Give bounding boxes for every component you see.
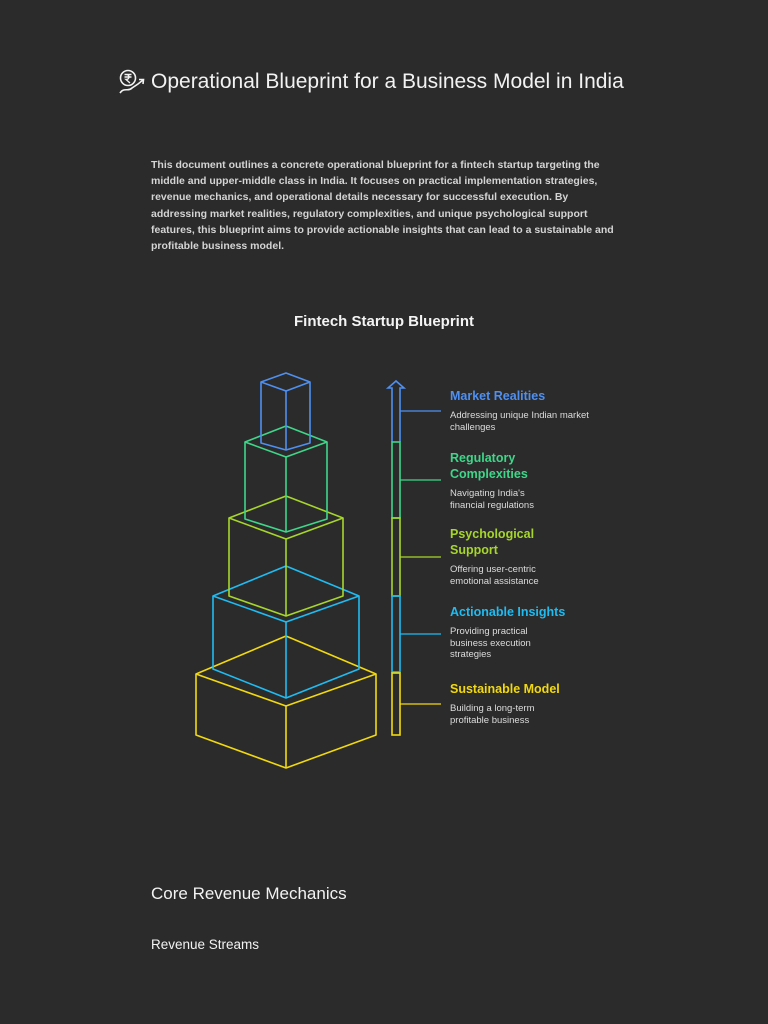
level-desc: Offering user-centric emotional assistan… [450,564,539,587]
intro-paragraph: This document outlines a concrete operat… [151,159,614,253]
diagram-title: Fintech Startup Blueprint [294,313,474,330]
level-actionable-insights: Actionable Insights Providing practical … [450,604,590,661]
level-psychological-support: Psychological Support Offering user-cent… [450,526,590,587]
level-title: Psychological Support [450,527,535,557]
block-market-realities [260,372,311,451]
level-desc: Navigating India's financial regulations [450,488,534,511]
progress-arrow [385,379,407,736]
level-title: Regulatory Complexities [450,451,528,481]
level-title: Actionable Insights [450,605,566,619]
level-market-realities: Market Realities Addressing unique India… [450,388,590,433]
subsection-heading: Revenue Streams [151,937,260,952]
level-title: Sustainable Model [450,682,560,696]
level-title: Market Realities [450,389,546,403]
level-desc: Addressing unique Indian market challeng… [450,410,589,433]
rupee-growth-icon [119,69,145,94]
level-desc: Building a long-term profitable business [450,703,535,726]
page-title: Operational Blueprint for a Business Mod… [151,70,624,93]
section-heading: Core Revenue Mechanics [151,884,347,903]
level-regulatory-complexities: Regulatory Complexities Navigating India… [450,450,590,511]
level-sustainable-model: Sustainable Model Building a long-term p… [450,681,590,726]
level-desc: Providing practical business execution s… [450,626,531,660]
